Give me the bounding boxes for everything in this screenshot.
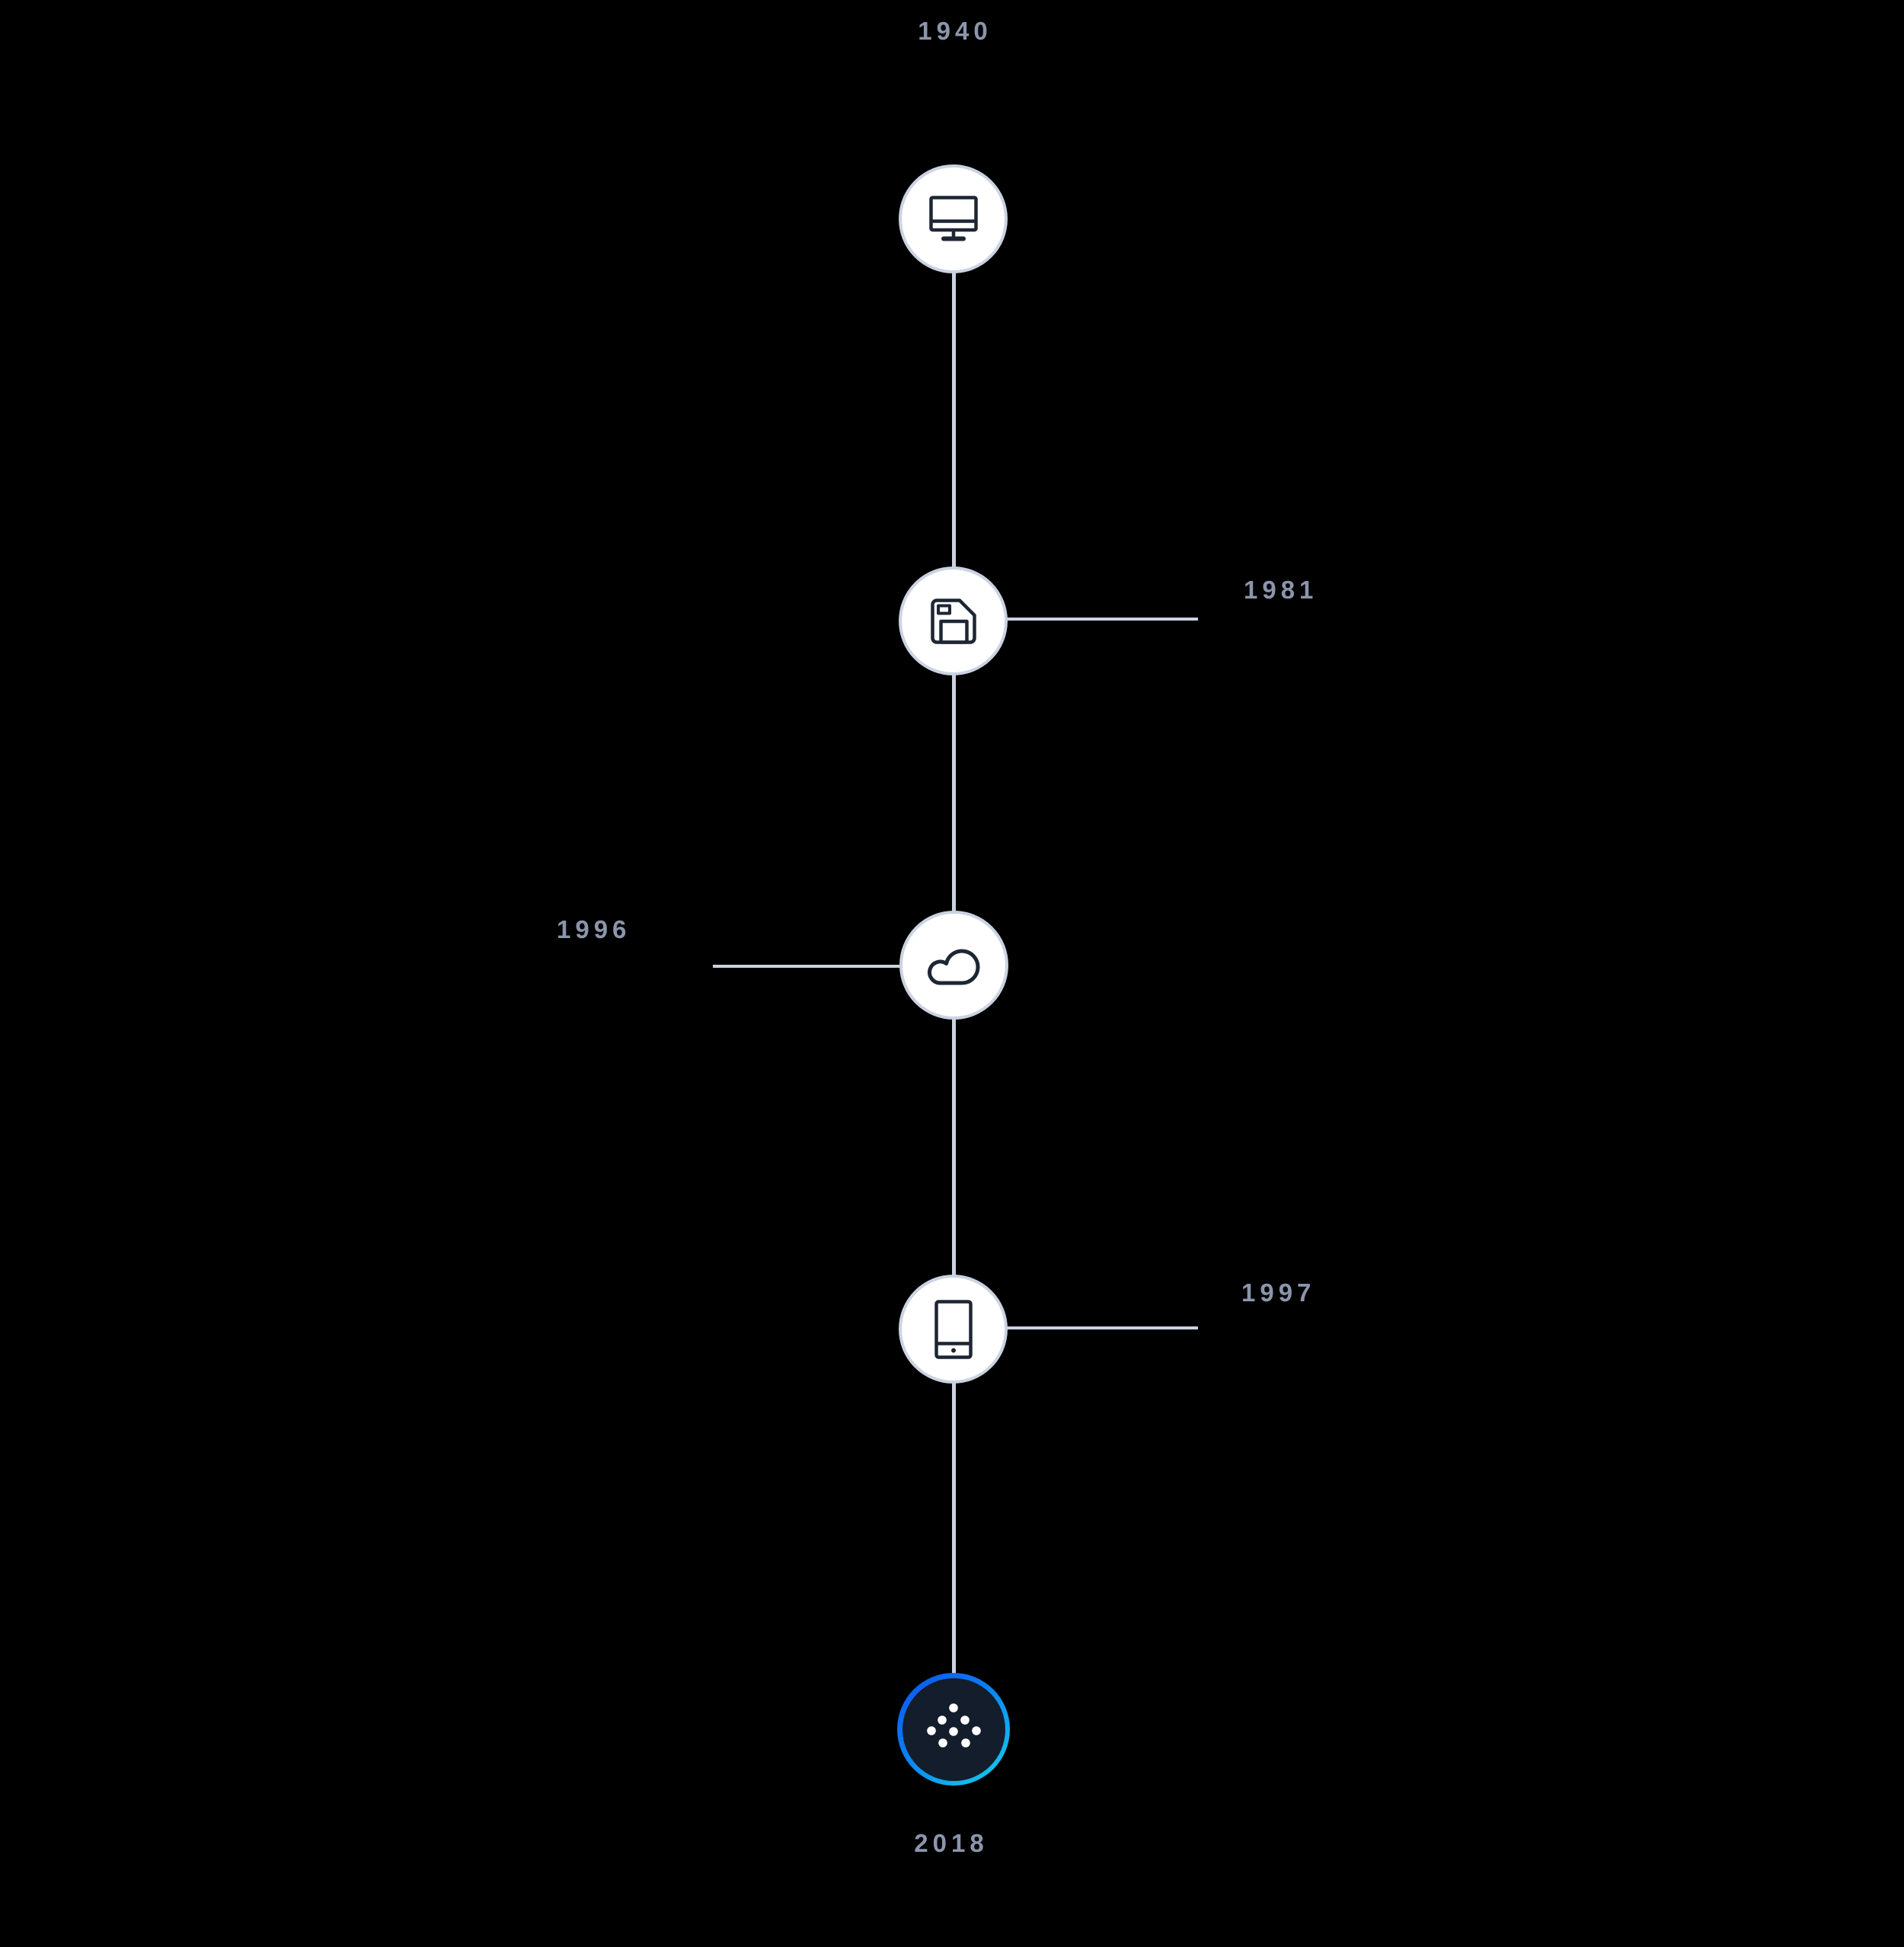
timeline-node-1981[interactable] xyxy=(899,567,1008,675)
year-label-2018: 2018 xyxy=(914,1829,989,1857)
timeline-node-1940[interactable] xyxy=(899,164,1008,273)
year-label-1981: 1981 xyxy=(1244,576,1318,604)
timeline-node-2018[interactable] xyxy=(897,1673,1010,1786)
connector-line-1997 xyxy=(1006,1326,1198,1329)
connector-line-1981 xyxy=(1007,618,1198,621)
floppy-disk-icon xyxy=(930,598,976,644)
year-label-1997: 1997 xyxy=(1241,1278,1316,1307)
cloud-icon xyxy=(925,944,984,987)
year-label-1996: 1996 xyxy=(557,915,631,943)
desktop-computer-icon xyxy=(928,195,978,243)
timeline-node-1996[interactable] xyxy=(899,911,1008,1020)
smartphone-icon xyxy=(934,1299,973,1359)
year-label-1940: 1940 xyxy=(918,17,992,45)
dot-cluster-icon xyxy=(925,1700,982,1758)
timeline-node-2018-inner xyxy=(902,1677,1005,1781)
timeline-node-1997[interactable] xyxy=(899,1275,1008,1384)
connector-line-1996 xyxy=(713,965,901,968)
